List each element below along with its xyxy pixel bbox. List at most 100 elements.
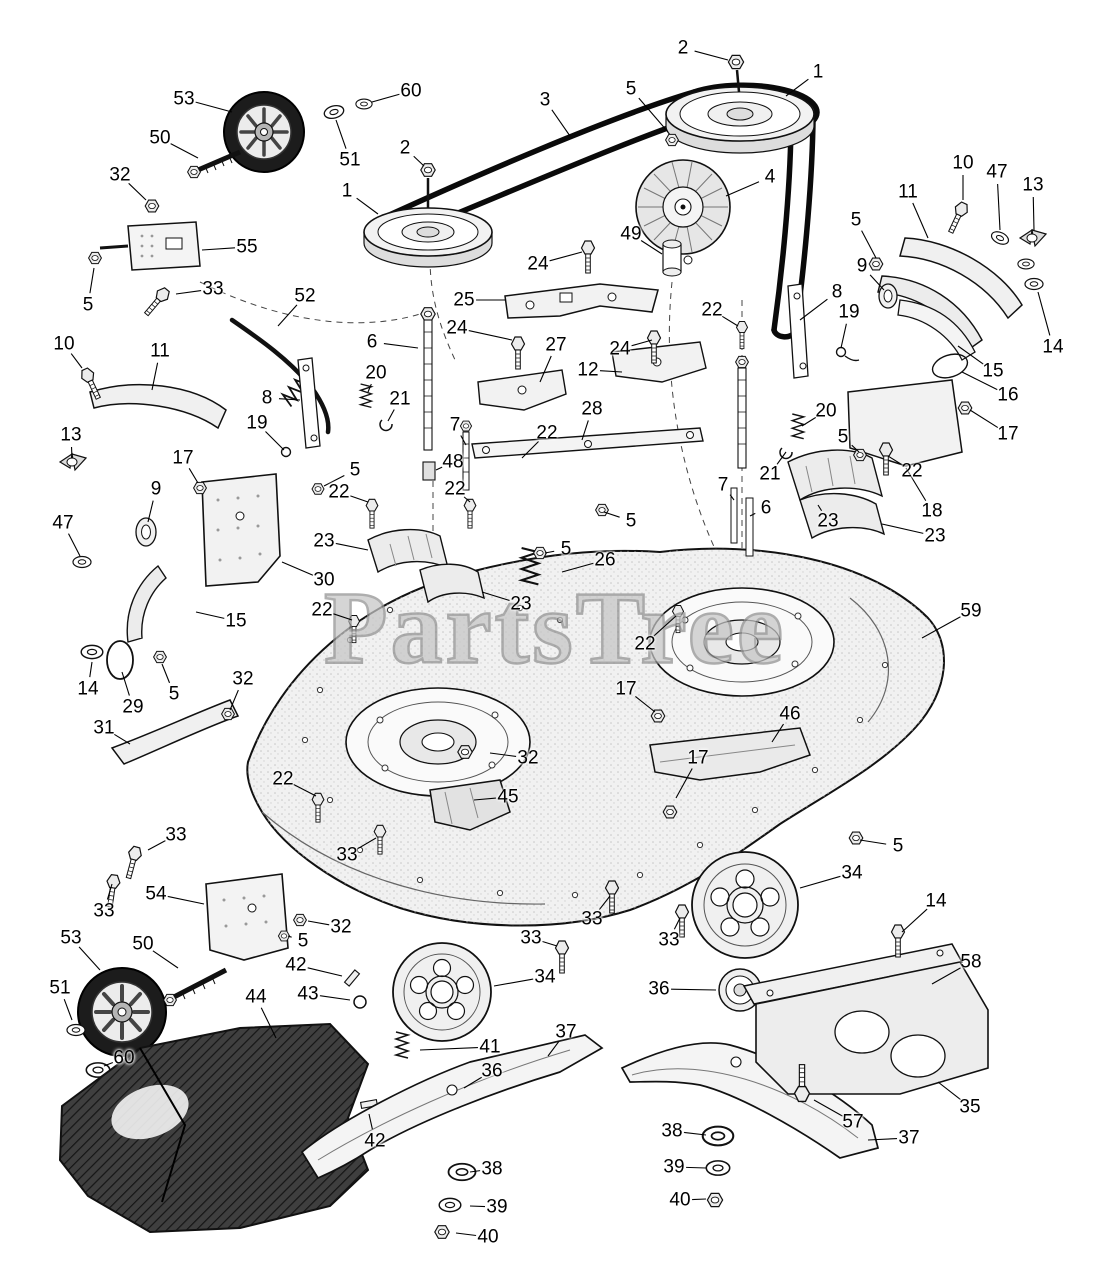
part-callout-57: 57 xyxy=(842,1111,864,1133)
part-callout-13: 13 xyxy=(1022,174,1044,196)
part-callout-15: 15 xyxy=(982,360,1004,382)
spindle-bolt-7-left xyxy=(459,420,473,491)
hanger-plate-25 xyxy=(504,283,659,319)
part-callout-14: 14 xyxy=(925,890,947,912)
part-callout-53: 53 xyxy=(60,927,82,949)
part-callout-34: 34 xyxy=(534,966,556,988)
baffle-45 xyxy=(429,779,511,831)
part-callout-24: 24 xyxy=(446,317,468,339)
part-callout-5: 5 xyxy=(349,459,361,481)
wingnut-13-right xyxy=(1018,228,1048,248)
part-callout-31: 31 xyxy=(93,717,115,739)
part-callout-49: 49 xyxy=(620,223,642,245)
part-callout-54: 54 xyxy=(145,883,167,905)
part-callout-22: 22 xyxy=(272,768,294,790)
blade-right xyxy=(620,1042,880,1159)
part-callout-4: 4 xyxy=(764,166,776,188)
part-callout-33: 33 xyxy=(658,929,680,951)
part-callout-14: 14 xyxy=(77,678,99,700)
part-callout-33: 33 xyxy=(93,900,115,922)
part-callout-13: 13 xyxy=(60,424,82,446)
part-callout-19: 19 xyxy=(838,301,860,323)
part-callout-22: 22 xyxy=(328,481,350,503)
brake-strap-8-left xyxy=(297,357,321,449)
wheel-axle-bolt-front xyxy=(187,149,241,179)
lift-arm-left xyxy=(89,383,240,765)
part-callout-32: 32 xyxy=(232,668,254,690)
part-callout-1: 1 xyxy=(341,180,353,202)
blade-left xyxy=(300,1034,604,1180)
part-callout-16: 16 xyxy=(997,384,1019,406)
clip-19-left xyxy=(280,446,292,458)
ring-43 xyxy=(353,995,367,1009)
engine-pulley xyxy=(665,69,815,154)
support-bracket-30 xyxy=(201,473,281,587)
part-callout-5: 5 xyxy=(82,294,94,316)
blade-adapter-right xyxy=(691,851,799,959)
part-callout-15: 15 xyxy=(225,610,247,632)
part-callout-5: 5 xyxy=(168,683,180,705)
part-callout-10: 10 xyxy=(53,333,75,355)
part-callout-8: 8 xyxy=(831,281,843,303)
spindle-shaft-left xyxy=(420,307,436,481)
part-callout-60: 60 xyxy=(113,1047,135,1069)
part-callout-58: 58 xyxy=(960,951,982,973)
part-callout-9: 9 xyxy=(856,255,868,277)
part-callout-26: 26 xyxy=(594,549,616,571)
part-callout-17: 17 xyxy=(997,423,1019,445)
part-callout-6: 6 xyxy=(760,497,772,519)
part-callout-35: 35 xyxy=(959,1096,981,1118)
part-callout-50: 50 xyxy=(149,127,171,149)
part-callout-22: 22 xyxy=(311,599,333,621)
part-callout-51: 51 xyxy=(49,977,71,999)
spindle-pulley-36-right xyxy=(718,968,762,1012)
wheel-bracket-55 xyxy=(99,221,201,271)
part-callout-42: 42 xyxy=(364,1130,386,1152)
part-callout-10: 10 xyxy=(952,152,974,174)
part-callout-22: 22 xyxy=(701,299,723,321)
part-callout-45: 45 xyxy=(497,786,519,808)
part-callout-5: 5 xyxy=(560,538,572,560)
spindle-shaft-right xyxy=(730,355,754,557)
part-callout-36: 36 xyxy=(648,978,670,1000)
gauge-wheel-front xyxy=(223,91,305,173)
spacer-49 xyxy=(662,239,693,277)
part-callout-14: 14 xyxy=(1042,336,1064,358)
part-callout-33: 33 xyxy=(202,278,224,300)
part-callout-9: 9 xyxy=(150,478,162,500)
part-callout-32: 32 xyxy=(109,164,131,186)
part-callout-25: 25 xyxy=(453,289,475,311)
part-callout-33: 33 xyxy=(520,927,542,949)
part-callout-51: 51 xyxy=(339,149,361,171)
part-callout-3: 3 xyxy=(539,89,551,111)
part-callout-37: 37 xyxy=(555,1021,577,1043)
part-callout-38: 38 xyxy=(661,1120,683,1142)
part-callout-28: 28 xyxy=(581,398,603,420)
part-callout-55: 55 xyxy=(236,236,258,258)
part-callout-11: 11 xyxy=(150,340,170,362)
baffle-46 xyxy=(649,727,811,781)
part-callout-23: 23 xyxy=(313,530,335,552)
part-callout-22: 22 xyxy=(536,422,558,444)
part-callout-33: 33 xyxy=(336,844,358,866)
part-callout-39: 39 xyxy=(486,1196,508,1218)
part-callout-22: 22 xyxy=(444,478,466,500)
discharge-chute xyxy=(58,1022,370,1234)
part-callout-20: 20 xyxy=(365,362,387,384)
part-callout-5: 5 xyxy=(297,930,309,952)
part-callout-5: 5 xyxy=(892,835,904,857)
part-callout-20: 20 xyxy=(815,400,837,422)
part-callout-17: 17 xyxy=(172,447,194,469)
part-callout-59: 59 xyxy=(960,600,982,622)
idler-arm-right xyxy=(787,237,1023,467)
part-callout-11: 11 xyxy=(898,181,918,203)
part-callout-22: 22 xyxy=(634,633,656,655)
alignment-guides xyxy=(199,257,743,732)
part-callout-39: 39 xyxy=(663,1156,685,1178)
part-callout-7: 7 xyxy=(717,474,729,496)
part-callout-41: 41 xyxy=(479,1036,501,1058)
part-callout-40: 40 xyxy=(669,1189,691,1211)
part-callout-2: 2 xyxy=(677,37,689,59)
